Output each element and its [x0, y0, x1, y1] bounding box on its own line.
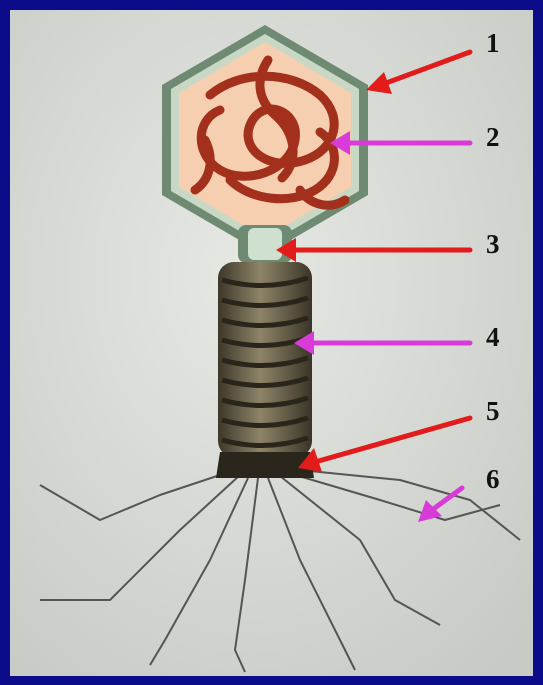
tail-sheath: [218, 262, 312, 457]
label-1: 1: [486, 30, 500, 57]
label-2: 2: [486, 124, 500, 151]
label-6: 6: [486, 466, 500, 493]
label-3: 3: [486, 231, 500, 258]
neck-collar: [238, 225, 292, 263]
label-4: 4: [486, 324, 500, 351]
label-5: 5: [486, 398, 500, 425]
baseplate: [216, 452, 314, 478]
